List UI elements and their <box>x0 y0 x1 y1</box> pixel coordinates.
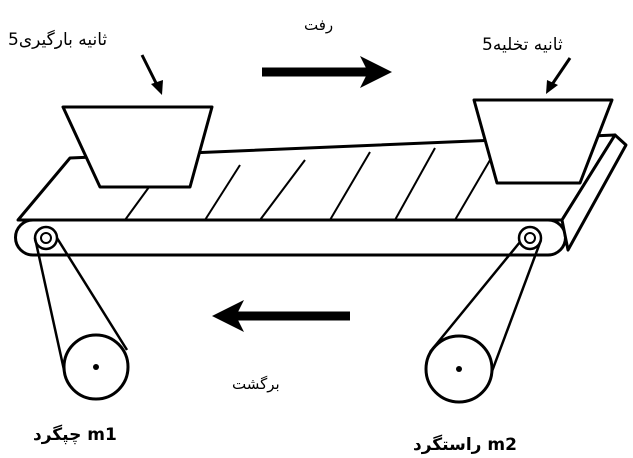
hopper-load <box>61 105 214 189</box>
label-forward: رفت <box>304 16 334 34</box>
motor-wheel-right <box>424 334 494 404</box>
hopper-unload <box>472 98 614 185</box>
label-unload-time: 5ثانیه تخلیه <box>482 35 563 55</box>
pulley-right <box>517 225 543 251</box>
pointer-arrow-load <box>140 54 163 95</box>
arrow-forward-icon <box>262 56 392 88</box>
drive-belt-left <box>33 237 129 371</box>
pulley-left <box>33 225 59 251</box>
label-backward: برگشت <box>232 375 280 393</box>
arrow-backward-icon <box>212 300 350 332</box>
belt-front-band <box>14 218 567 257</box>
label-motor-right: راستگرد m2 <box>413 435 517 455</box>
motor-wheel-left <box>62 333 130 401</box>
label-motor-left: چپگرد m1 <box>33 425 117 445</box>
label-load-time: 5ثانیه بارگیری <box>8 30 108 50</box>
belt-right-edge <box>560 133 628 252</box>
pointer-arrow-unload <box>546 57 572 94</box>
drive-belt-right <box>429 239 543 383</box>
